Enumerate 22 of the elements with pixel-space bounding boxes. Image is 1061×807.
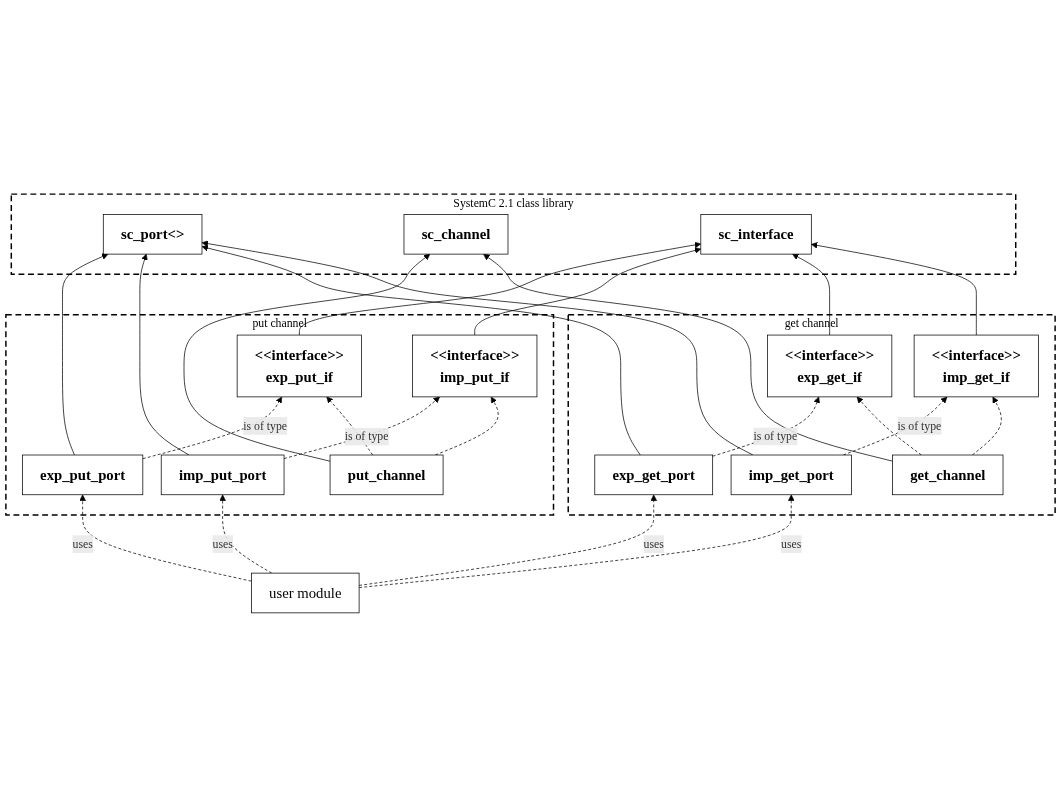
node-box: user module bbox=[251, 572, 360, 614]
node-box: imp_put_port bbox=[160, 454, 285, 496]
edge-label: uses bbox=[72, 537, 93, 550]
edge-label: is of type bbox=[897, 419, 942, 432]
node-box: get_channel bbox=[892, 454, 1004, 496]
node-box: <<interface>> exp_get_if bbox=[767, 334, 893, 398]
node-box: <<interface>> imp_get_if bbox=[913, 334, 1039, 398]
node-box: sc_port<> bbox=[102, 214, 203, 255]
edge-label: is of type bbox=[344, 429, 389, 443]
node-box: exp_get_port bbox=[594, 454, 714, 496]
node-box: exp_put_port bbox=[22, 454, 144, 496]
edge-label: uses bbox=[781, 537, 802, 550]
edge-label: uses bbox=[643, 537, 664, 550]
node-box: sc_interface bbox=[700, 214, 812, 255]
node-box: put_channel bbox=[329, 454, 444, 496]
edge-label: is of type bbox=[243, 419, 288, 432]
edge-label: uses bbox=[212, 537, 233, 550]
node-box: <<interface>> imp_put_if bbox=[412, 334, 538, 398]
node-box: imp_get_port bbox=[730, 454, 852, 496]
edge-label: is of type bbox=[753, 429, 798, 443]
node-box: sc_channel bbox=[403, 214, 509, 255]
node-box: <<interface>> exp_put_if bbox=[236, 334, 362, 398]
